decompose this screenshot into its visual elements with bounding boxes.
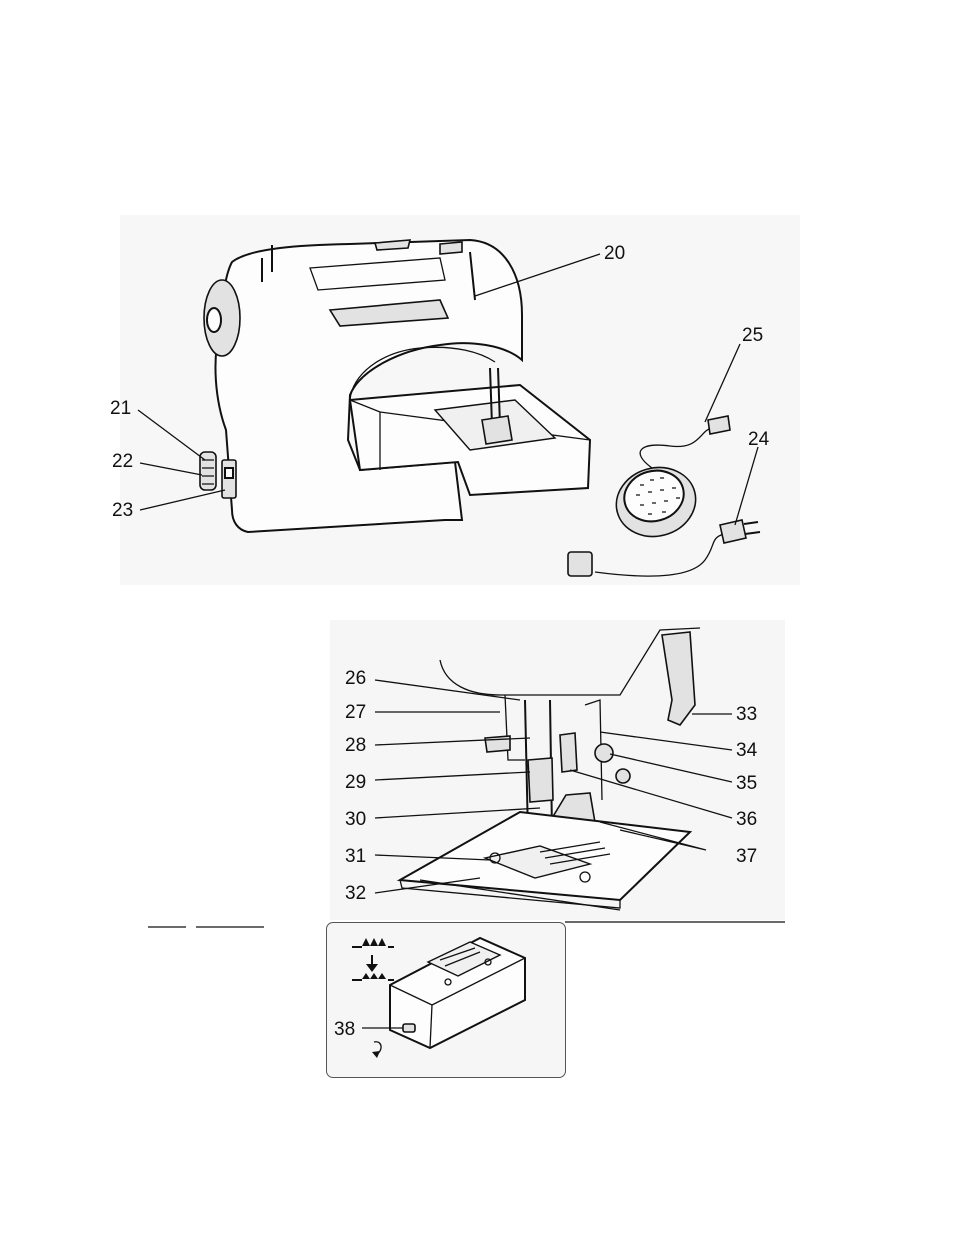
callout-36: 36 (736, 809, 757, 830)
callout-32: 32 (345, 883, 366, 904)
callout-27: 27 (345, 702, 366, 723)
callout-line-36 (570, 770, 732, 818)
callout-line-25 (705, 344, 740, 422)
callout-line-29 (375, 772, 530, 780)
callout-line-22 (140, 463, 202, 475)
callout-35: 35 (736, 773, 757, 794)
callout-38: 38 (334, 1019, 355, 1040)
callout-25: 25 (742, 325, 763, 346)
callout-33: 33 (736, 704, 757, 725)
callout-21: 21 (110, 398, 131, 419)
callout-37: 37 (736, 846, 757, 867)
callout-28: 28 (345, 735, 366, 756)
callout-24: 24 (748, 429, 770, 450)
callout-30: 30 (345, 809, 366, 830)
callout-line-24 (735, 447, 758, 525)
foot-controller-illustration (568, 416, 760, 576)
needle-area-illustration (400, 628, 700, 908)
callout-line-21 (138, 410, 205, 460)
callout-line-23 (140, 490, 225, 510)
callout-line-26 (375, 680, 520, 700)
callout-23: 23 (112, 500, 133, 521)
callout-22: 22 (112, 451, 133, 472)
callout-line-34 (600, 732, 732, 750)
extension-table-illustration (352, 938, 525, 1058)
callout-29: 29 (345, 772, 366, 793)
callout-20: 20 (604, 243, 625, 264)
callout-26: 26 (345, 668, 366, 689)
callout-31: 31 (345, 846, 366, 867)
callout-34: 34 (736, 740, 758, 761)
sewing-machine-illustration (200, 240, 590, 532)
